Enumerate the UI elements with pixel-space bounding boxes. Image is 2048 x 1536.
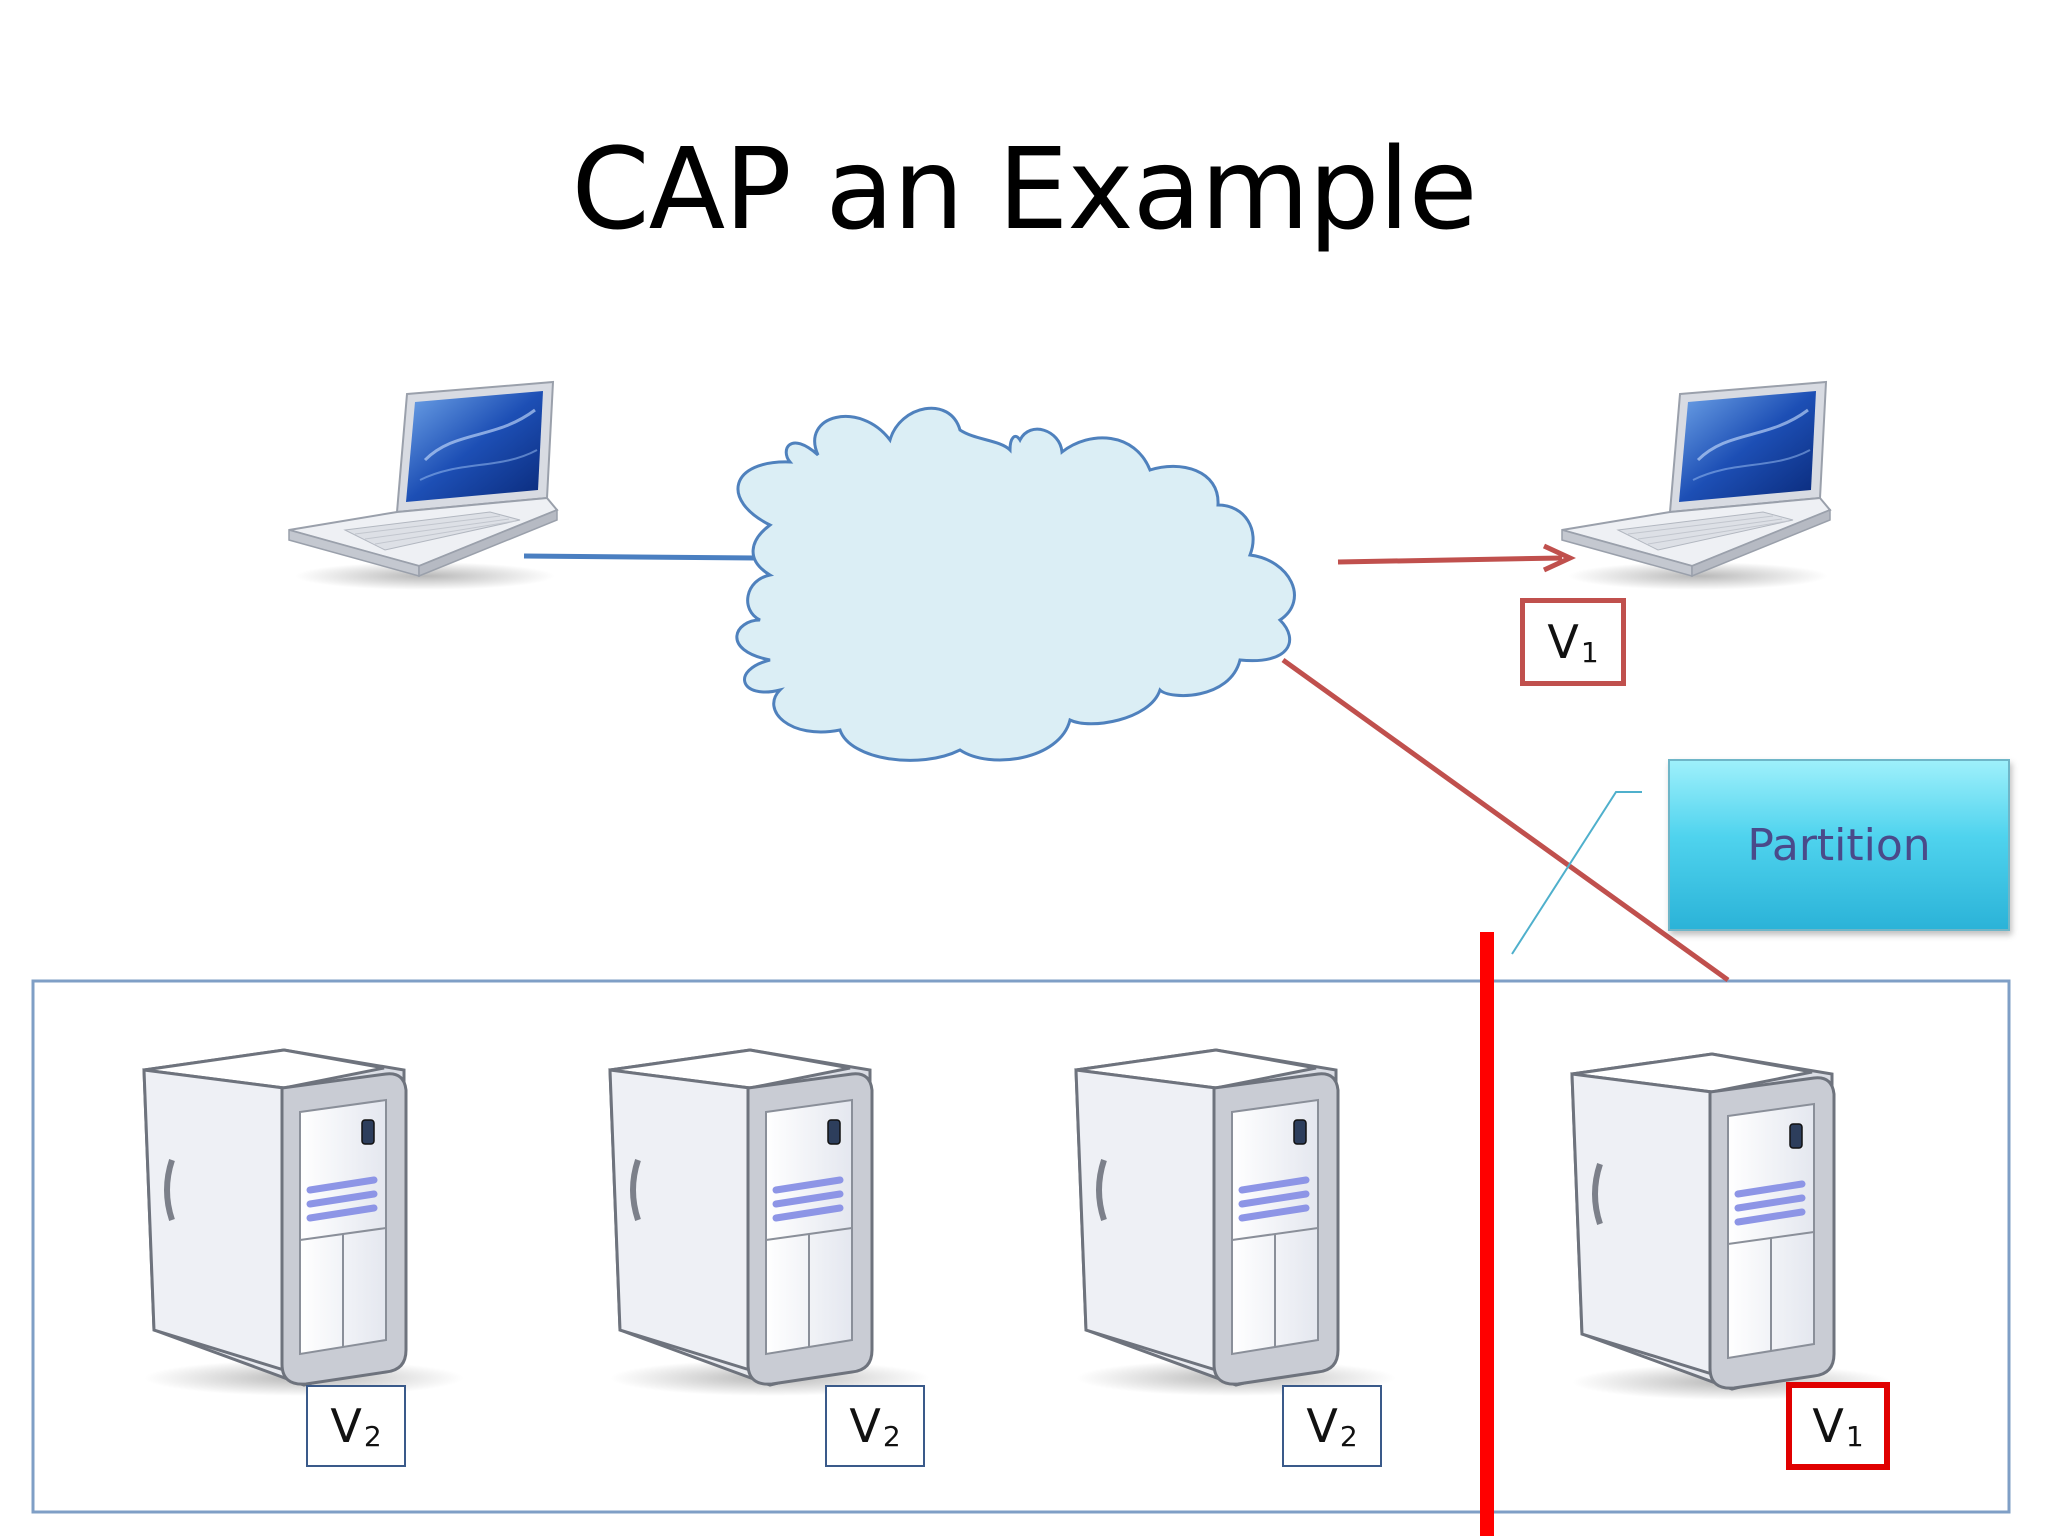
cluster-box (31, 979, 2011, 1514)
laptop-icon (287, 380, 559, 592)
version-number: 2 (363, 1419, 382, 1453)
slide-title: CAP an Example (571, 125, 1477, 255)
server-icon (144, 1050, 464, 1396)
server-icon (1076, 1050, 1396, 1396)
version-letter: V (1306, 1399, 1338, 1453)
version-number: 1 (1580, 635, 1599, 669)
version-letter: V (1812, 1399, 1844, 1453)
callout-leader (1511, 791, 1642, 955)
version-number: 1 (1845, 1419, 1864, 1453)
version-letter: V (1547, 615, 1579, 669)
partition-callout: Partition (1668, 759, 2010, 931)
laptop-icon (1560, 380, 1832, 592)
server-link (1281, 657, 1730, 983)
version-number: 2 (882, 1419, 901, 1453)
arrow-head (1542, 543, 1576, 573)
server-icon (1572, 1054, 1892, 1400)
cloud-icon (735, 406, 1296, 762)
version-letter: V (849, 1399, 881, 1453)
server-icon (610, 1050, 930, 1396)
version-letter: V (330, 1399, 362, 1453)
client-link-left (523, 553, 757, 561)
version-number: 2 (1339, 1419, 1358, 1453)
client-link-right (1337, 555, 1563, 565)
